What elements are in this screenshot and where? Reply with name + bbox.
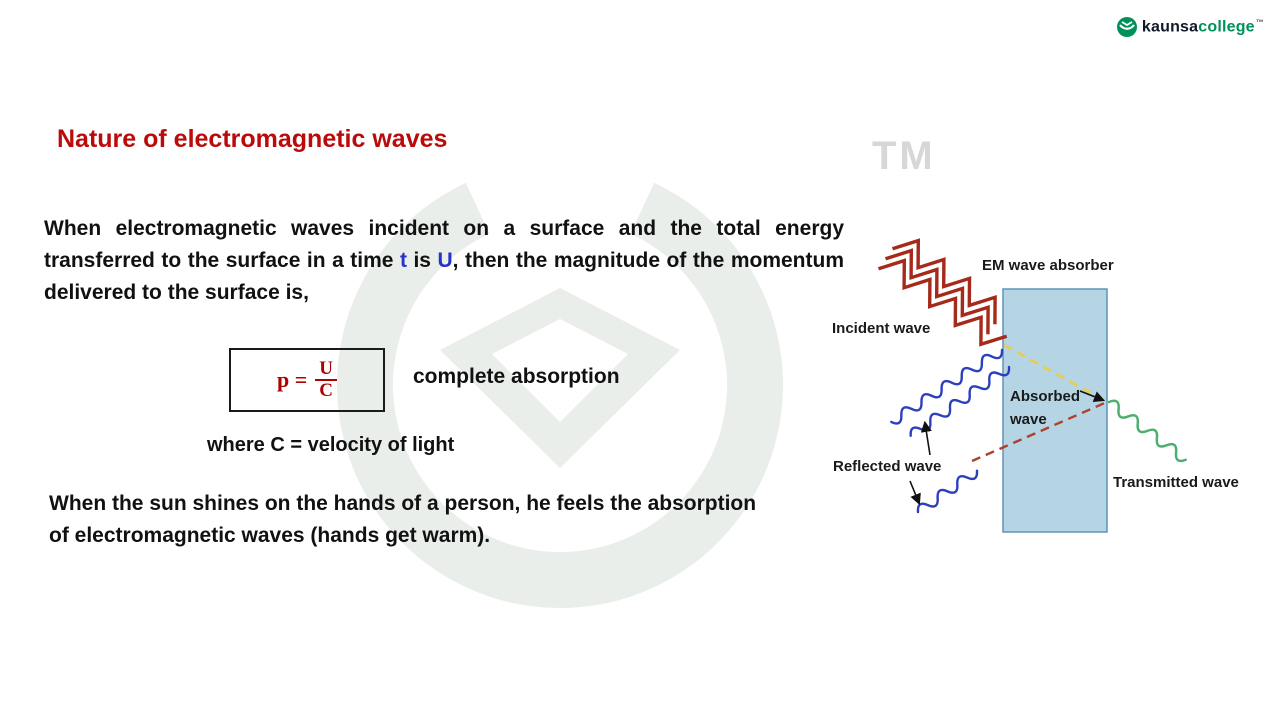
reflected-up-arrow (920, 420, 932, 456)
page-title: Nature of electromagnetic waves (57, 125, 448, 153)
formula-numerator: U (315, 359, 337, 381)
formula-lhs: p = (276, 367, 308, 392)
brand-name: kaunsacollege™ (1142, 18, 1264, 36)
brand-logo: kaunsacollege™ (1116, 16, 1264, 38)
intro-paragraph: When electromagnetic waves incident on a… (44, 217, 844, 304)
watermark-box-notch (492, 319, 628, 422)
formula-denominator: C (319, 380, 333, 401)
absorbed-arrow (1079, 390, 1106, 402)
reflected-down-arrow (909, 480, 921, 506)
label-reflected-wave: Reflected wave (833, 458, 942, 475)
absorbed-ray-yellow (1003, 343, 1108, 404)
em-wave-diagram (877, 238, 1187, 533)
label-absorbed-line1: Absorbed (1010, 388, 1081, 405)
label-incident-wave: Incident wave (832, 320, 931, 337)
velocity-definition: where C = velocity of light (207, 434, 455, 456)
watermark-logo (337, 182, 783, 608)
brand-trademark: ™ (1255, 17, 1264, 27)
brand-name-secondary: college (1198, 18, 1255, 36)
label-absorbed-line2: wave (1010, 411, 1047, 428)
watermark-ring (337, 182, 783, 608)
incident-wave-lines (877, 238, 1008, 347)
formula-fraction: U C (315, 359, 337, 401)
closing-line-1: When the sun shines on the hands of a pe… (49, 492, 757, 515)
reflected-wave-lines (890, 348, 1011, 514)
brand-name-primary: kaunsa (1141, 18, 1199, 36)
closing-paragraph: When the sun shines on the hands of a pe… (49, 488, 889, 552)
transmitted-wave-line (1107, 399, 1187, 463)
label-absorbed-wave: Absorbed wave (1010, 385, 1100, 431)
label-em-wave-absorber: EM wave absorber (982, 257, 1114, 274)
closing-line-2: of electromagnetic waves (hands get warm… (49, 524, 491, 547)
annotation-arrows (909, 390, 1106, 506)
formula-caption: complete absorption (413, 365, 620, 388)
kaunsa-logo-icon (1116, 17, 1137, 37)
label-transmitted-wave: Transmitted wave (1113, 474, 1239, 491)
watermark-tm-text: TM (872, 134, 936, 178)
absorbed-ray-red (971, 400, 1108, 463)
momentum-formula-box: p = U C (229, 348, 385, 412)
